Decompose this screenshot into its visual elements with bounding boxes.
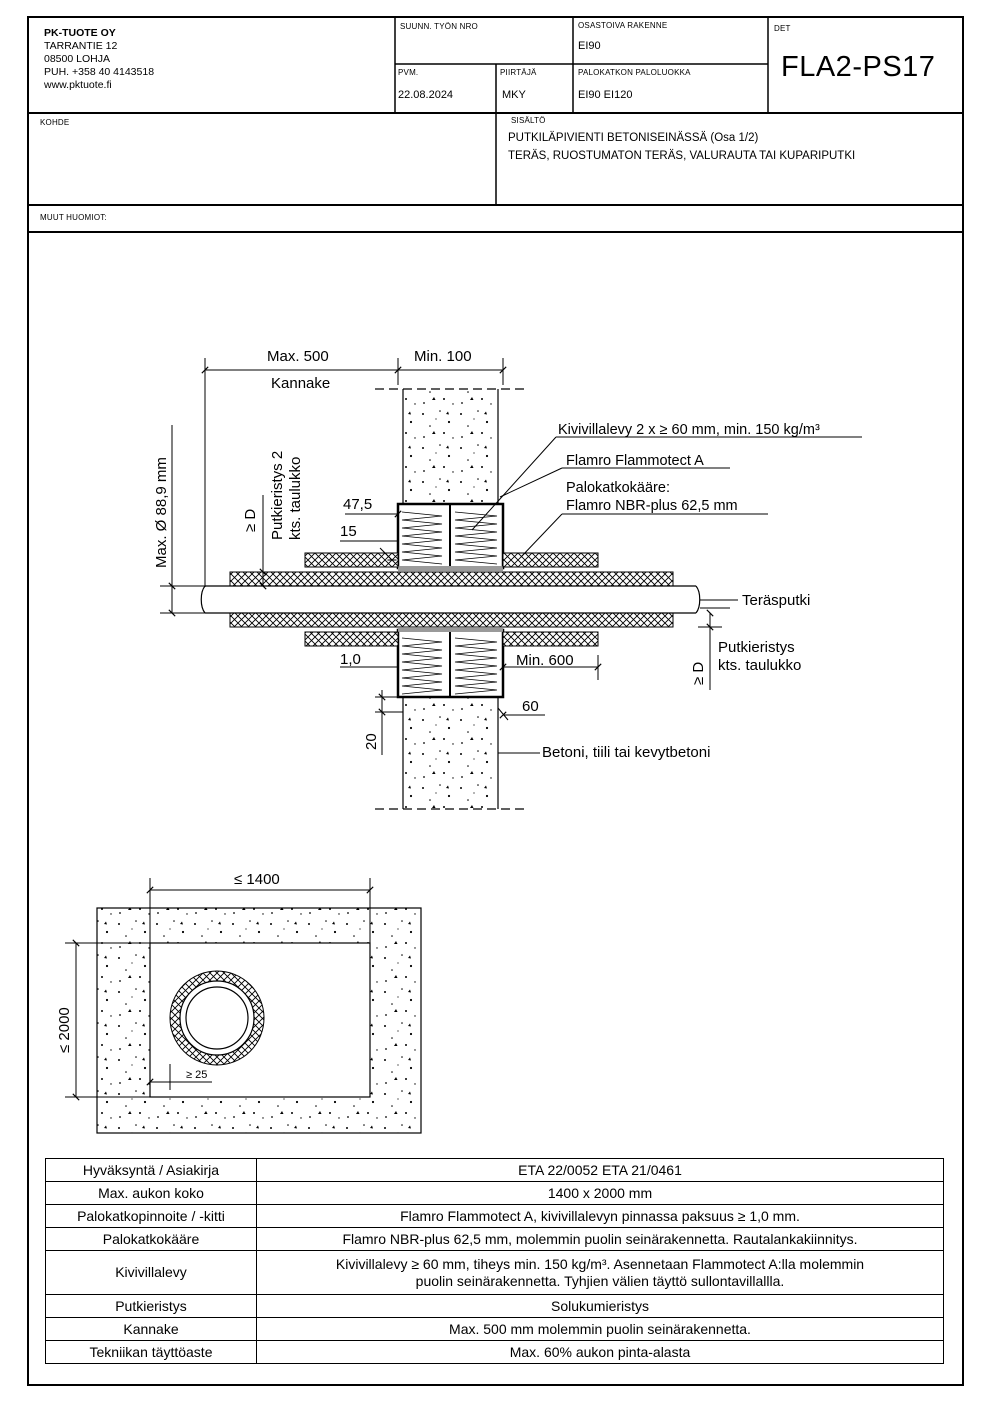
table-row: Putkieristys Solukumieristys <box>45 1294 944 1318</box>
company-postal: 08500 LOHJA <box>44 53 110 65</box>
plan-pipe-inner <box>185 986 249 1050</box>
plan-gap-label: ≥ 25 <box>186 1069 207 1081</box>
wall-lower <box>403 697 498 809</box>
content-label: SISÄLTÖ <box>511 116 546 125</box>
work-no-label: SUUNN. TYÖN NRO <box>400 22 478 31</box>
class-value: EI90 EI120 <box>578 89 633 101</box>
structure-value: EI90 <box>578 40 601 52</box>
sealant-lower <box>398 628 503 632</box>
fire-collar-top-left <box>304 552 399 568</box>
label-betoni: Betoni, tiili tai kevytbetoni <box>542 744 710 761</box>
spec-key: Kannake <box>45 1317 257 1341</box>
label-max500: Max. 500 <box>267 348 329 365</box>
table-row: Palokatkopinnoite / -kitti Flamro Flammo… <box>45 1204 944 1228</box>
spec-value: Kivivillalevy ≥ 60 mm, tiheys min. 150 k… <box>256 1250 944 1295</box>
label-ged-right: ≥ D <box>690 662 707 685</box>
fire-collar-top-right <box>502 552 599 568</box>
spec-value: Max. 500 mm molemmin puolin seinärakenne… <box>256 1317 944 1341</box>
company-street: TARRANTIE 12 <box>44 40 118 52</box>
class-label: PALOKATKON PALOLUOKKA <box>578 68 691 77</box>
fire-collar-bottom-right <box>502 631 599 647</box>
drawn-label: PIIRTÄJÄ <box>500 68 537 77</box>
spec-value: ETA 22/0052 ETA 21/0461 <box>256 1158 944 1182</box>
label-ged-left: ≥ D <box>242 509 259 532</box>
label-insul-left-2: kts. taulukko <box>287 457 304 540</box>
label-terasputki: Teräsputki <box>742 592 810 609</box>
table-row: Hyväksyntä / Asiakirja ETA 22/0052 ETA 2… <box>45 1158 944 1182</box>
plan-width-label: ≤ 1400 <box>234 871 280 888</box>
label-15: 15 <box>340 523 357 540</box>
company-block: PK-TUOTE OY TARRANTIE 12 08500 LOHJA PUH… <box>44 27 154 92</box>
label-kivivillalevy: Kivivillalevy 2 x ≥ 60 mm, min. 150 kg/m… <box>558 422 820 438</box>
spec-value: Solukumieristys <box>256 1294 944 1318</box>
date-value: 22.08.2024 <box>398 89 454 101</box>
company-web: www.pktuote.fi <box>44 79 112 91</box>
drawn-value: MKY <box>502 89 526 101</box>
spec-value: Flamro Flammotect A, kivivillalevyn pinn… <box>256 1204 944 1228</box>
label-insul-right-1: Putkieristys <box>718 639 795 656</box>
structure-label: OSASTOIVA RAKENNE <box>578 21 668 30</box>
table-row: Tekniikan täyttöaste Max. 60% aukon pint… <box>45 1340 944 1364</box>
det-label: DET <box>774 24 791 33</box>
label-47-5: 47,5 <box>343 496 372 513</box>
label-insul-left-1: Putkieristys 2 <box>269 451 286 540</box>
spec-key: Palokatkopinnoite / -kitti <box>45 1204 257 1228</box>
plan-height-label: ≤ 2000 <box>56 1007 73 1053</box>
company-phone: PUH. +358 40 4143518 <box>44 66 155 78</box>
table-row: Kivivillalevy Kivivillalevy ≥ 60 mm, tih… <box>45 1250 944 1295</box>
det-code: FLA2-PS17 <box>781 51 936 83</box>
fire-collar-bottom-left <box>304 631 399 647</box>
steel-pipe <box>200 585 701 614</box>
label-20: 20 <box>363 733 380 750</box>
spec-value: Max. 60% aukon pinta-alasta <box>256 1340 944 1364</box>
spec-key: Tekniikan täyttöaste <box>45 1340 257 1364</box>
spec-key: Kivivillalevy <box>45 1250 257 1295</box>
spec-key: Hyväksyntä / Asiakirja <box>45 1158 257 1182</box>
label-flammotect: Flamro Flammotect A <box>566 453 704 469</box>
spec-value: 1400 x 2000 mm <box>256 1181 944 1205</box>
content-line-2: TERÄS, RUOSTUMATON TERÄS, VALURAUTA TAI … <box>508 150 856 162</box>
label-1-0: 1,0 <box>340 651 361 668</box>
sealant-upper <box>398 566 503 571</box>
label-wrap-1: Palokatkokääre: <box>566 480 670 496</box>
date-label: PVM. <box>398 68 419 77</box>
label-maxdia: Max. Ø 88,9 mm <box>153 457 170 568</box>
wall-upper <box>403 389 498 504</box>
spec-key: Palokatkokääre <box>45 1227 257 1251</box>
table-row: Max. aukon koko 1400 x 2000 mm <box>45 1181 944 1205</box>
spec-table: Hyväksyntä / Asiakirja ETA 22/0052 ETA 2… <box>45 1158 944 1364</box>
spec-key: Max. aukon koko <box>45 1181 257 1205</box>
spec-key: Putkieristys <box>45 1294 257 1318</box>
spec-value-line-1: Kivivillalevy ≥ 60 mm, tiheys min. 150 k… <box>335 1255 865 1272</box>
notes-label: MUUT HUOMIOT: <box>40 213 107 222</box>
target-label: KOHDE <box>40 118 70 127</box>
table-row: Kannake Max. 500 mm molemmin puolin sein… <box>45 1317 944 1341</box>
spec-value: Flamro NBR-plus 62,5 mm, molemmin puolin… <box>256 1227 944 1251</box>
label-min100: Min. 100 <box>414 348 472 365</box>
label-60: 60 <box>522 698 539 715</box>
label-kannake: Kannake <box>271 375 330 392</box>
table-row: Palokatkokääre Flamro NBR-plus 62,5 mm, … <box>45 1227 944 1251</box>
company-name: PK-TUOTE OY <box>44 27 116 39</box>
label-wrap-2: Flamro NBR-plus 62,5 mm <box>566 498 738 514</box>
label-insul-right-2: kts. taulukko <box>718 657 801 674</box>
content-line-1: PUTKILÄPIVIENTI BETONISEINÄSSÄ (Osa 1/2) <box>508 132 759 144</box>
spec-value-line-2: puolin seinärakennetta. Tyhjien välien t… <box>415 1272 785 1289</box>
label-min600: Min. 600 <box>516 652 574 669</box>
